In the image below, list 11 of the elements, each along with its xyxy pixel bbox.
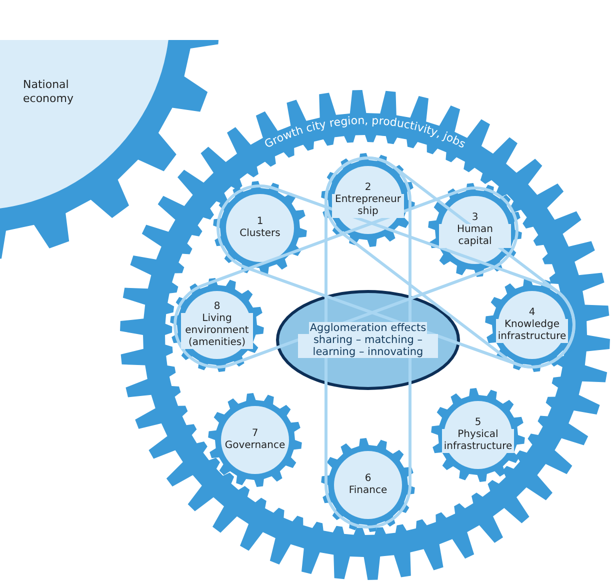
gear-label: Human capital — [439, 224, 511, 248]
ellipse-text: sharing – matching – learning – innovating — [298, 334, 438, 358]
ellipse-title: Agglomeration effects — [308, 322, 428, 334]
gear-label: Entrepreneur ship — [332, 194, 404, 218]
connector-loop — [174, 186, 518, 368]
gear-label: Living environment (amenities) — [181, 313, 253, 349]
gear-label: Physical infrastructure — [442, 429, 514, 453]
gear-label: Knowledge infrastructure — [496, 319, 568, 343]
connector-loop — [324, 156, 412, 528]
connector-loop — [216, 184, 576, 368]
connector-loop — [324, 156, 576, 368]
